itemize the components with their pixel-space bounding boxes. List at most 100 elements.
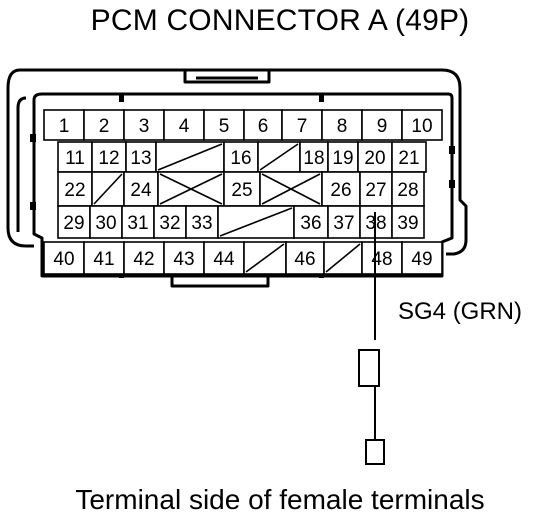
terminal-43: 43 — [163, 241, 205, 275]
terminal-blank — [323, 241, 363, 275]
terminal-blank — [91, 171, 125, 207]
terminal-37: 37 — [327, 205, 361, 239]
terminal-number: 21 — [398, 148, 419, 169]
terminal-number: 3 — [139, 116, 150, 137]
terminal-36: 36 — [293, 205, 329, 239]
terminal-number: 10 — [411, 116, 432, 137]
terminal-27: 27 — [359, 171, 393, 207]
terminal-44: 44 — [203, 241, 245, 275]
terminal-21: 21 — [391, 141, 427, 173]
terminal-number: 36 — [300, 213, 321, 234]
terminal-number: 5 — [219, 116, 230, 137]
terminal-18: 18 — [299, 141, 329, 173]
terminal-number: 1 — [59, 116, 70, 137]
terminal-16: 16 — [223, 141, 259, 173]
terminal-number: 12 — [98, 148, 119, 169]
terminal-20: 20 — [357, 141, 393, 173]
connector-housing-left — [6, 68, 34, 248]
terminal-49: 49 — [401, 241, 443, 275]
inner-housing — [32, 92, 454, 278]
terminal-number: 37 — [333, 213, 354, 234]
terminal-number: 44 — [213, 249, 235, 270]
terminal-number: 48 — [371, 249, 392, 270]
terminal-30: 30 — [89, 205, 123, 239]
terminal-blank — [155, 141, 225, 173]
terminal-31: 31 — [121, 205, 155, 239]
terminal-6: 6 — [243, 109, 283, 141]
terminal-number: 16 — [230, 148, 251, 169]
terminal-number: 49 — [411, 249, 432, 270]
terminal-number: 8 — [337, 116, 348, 137]
terminal-number: 6 — [258, 116, 269, 137]
probe-terminal-lower — [365, 439, 385, 465]
terminal-8: 8 — [321, 109, 363, 141]
terminal-blank — [157, 171, 225, 207]
terminal-number: 13 — [130, 148, 151, 169]
terminal-number: 19 — [332, 148, 353, 169]
terminal-blank — [243, 241, 287, 275]
terminal-26: 26 — [321, 171, 361, 207]
terminal-9: 9 — [361, 109, 403, 141]
terminal-13: 13 — [125, 141, 157, 173]
terminal-1: 1 — [43, 109, 85, 141]
terminal-number: 28 — [397, 180, 418, 201]
terminal-number: 11 — [65, 148, 85, 169]
terminal-46: 46 — [285, 241, 325, 275]
terminal-number: 20 — [364, 148, 385, 169]
terminal-10: 10 — [401, 109, 443, 141]
terminal-number: 9 — [377, 116, 388, 137]
terminal-number: 25 — [231, 180, 252, 201]
terminal-25: 25 — [223, 171, 261, 207]
terminal-number: 46 — [294, 249, 315, 270]
bottom-key — [170, 276, 270, 288]
terminal-11: 11 — [57, 141, 93, 173]
terminal-number: 39 — [397, 213, 418, 234]
connector-housing — [20, 68, 468, 256]
terminal-number: 32 — [159, 213, 180, 234]
terminal-28: 28 — [391, 171, 425, 207]
terminal-number: 26 — [330, 180, 351, 201]
terminal-40: 40 — [43, 241, 85, 275]
latch-tab — [183, 70, 271, 84]
terminal-22: 22 — [57, 171, 93, 207]
terminal-number: 22 — [64, 180, 85, 201]
terminal-number: 33 — [191, 213, 212, 234]
sg4-wire — [358, 212, 385, 465]
terminal-number: 41 — [93, 249, 114, 270]
terminal-32: 32 — [153, 205, 187, 239]
terminal-39: 39 — [391, 205, 425, 239]
terminal-19: 19 — [327, 141, 359, 173]
terminal-number: 29 — [63, 213, 84, 234]
view-caption: Terminal side of female terminals — [75, 484, 485, 515]
terminal-41: 41 — [83, 241, 125, 275]
terminal-42: 42 — [123, 241, 165, 275]
terminal-number: 4 — [179, 116, 190, 137]
terminal-29: 29 — [57, 205, 91, 239]
terminal-number: 18 — [303, 148, 324, 169]
terminal-12: 12 — [91, 141, 127, 173]
terminal-24: 24 — [123, 171, 159, 207]
terminal-number: 24 — [130, 180, 152, 201]
connector-title: PCM CONNECTOR A (49P) — [90, 4, 470, 37]
terminal-blank — [259, 171, 323, 207]
probe-terminal-upper — [358, 349, 380, 387]
terminal-4: 4 — [163, 109, 205, 141]
terminal-3: 3 — [123, 109, 165, 141]
terminal-number: 7 — [297, 116, 308, 137]
terminal-number: 43 — [173, 249, 194, 270]
terminal-33: 33 — [185, 205, 219, 239]
terminal-number: 27 — [365, 180, 386, 201]
terminal-48: 48 — [361, 241, 403, 275]
terminal-blank — [217, 205, 295, 239]
wire-label: SG4 (GRN) — [398, 298, 523, 325]
terminal-5: 5 — [203, 109, 245, 141]
terminal-number: 31 — [127, 213, 148, 234]
terminal-2: 2 — [83, 109, 125, 141]
terminal-number: 30 — [95, 213, 116, 234]
terminal-number: 42 — [133, 249, 154, 270]
terminal-blank — [257, 141, 301, 173]
terminal-number: 2 — [99, 116, 110, 137]
terminal-7: 7 — [281, 109, 323, 141]
